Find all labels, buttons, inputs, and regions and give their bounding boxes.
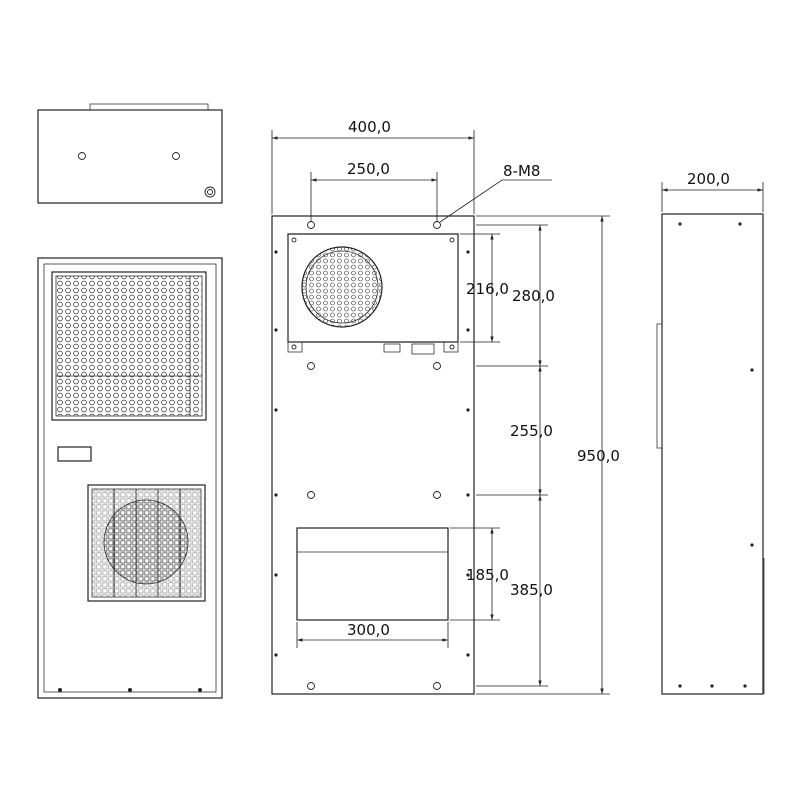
dim-400-label: 400,0 bbox=[348, 118, 391, 136]
dim-255-label: 255,0 bbox=[510, 422, 553, 440]
dim-950-label: 950,0 bbox=[577, 447, 620, 465]
dimension-lines bbox=[271, 130, 764, 695]
bolt-spec-label: 8-M8 bbox=[503, 162, 540, 180]
dim-200-label: 200,0 bbox=[687, 170, 730, 188]
front-view bbox=[37, 257, 223, 699]
rear-view bbox=[271, 215, 475, 695]
dim-385-label: 385,0 bbox=[510, 581, 553, 599]
dim-300-label: 300,0 bbox=[347, 621, 390, 639]
top-view bbox=[37, 103, 223, 204]
dim-216-label: 216,0 bbox=[466, 280, 509, 298]
side-view bbox=[656, 213, 765, 695]
dim-280-label: 280,0 bbox=[512, 287, 555, 305]
dim-185-label: 185,0 bbox=[466, 566, 509, 584]
dim-250-label: 250,0 bbox=[347, 160, 390, 178]
dimension-labels: 400,0 250,0 8-M8 200,0 216,0 280,0 255,0… bbox=[347, 118, 730, 639]
